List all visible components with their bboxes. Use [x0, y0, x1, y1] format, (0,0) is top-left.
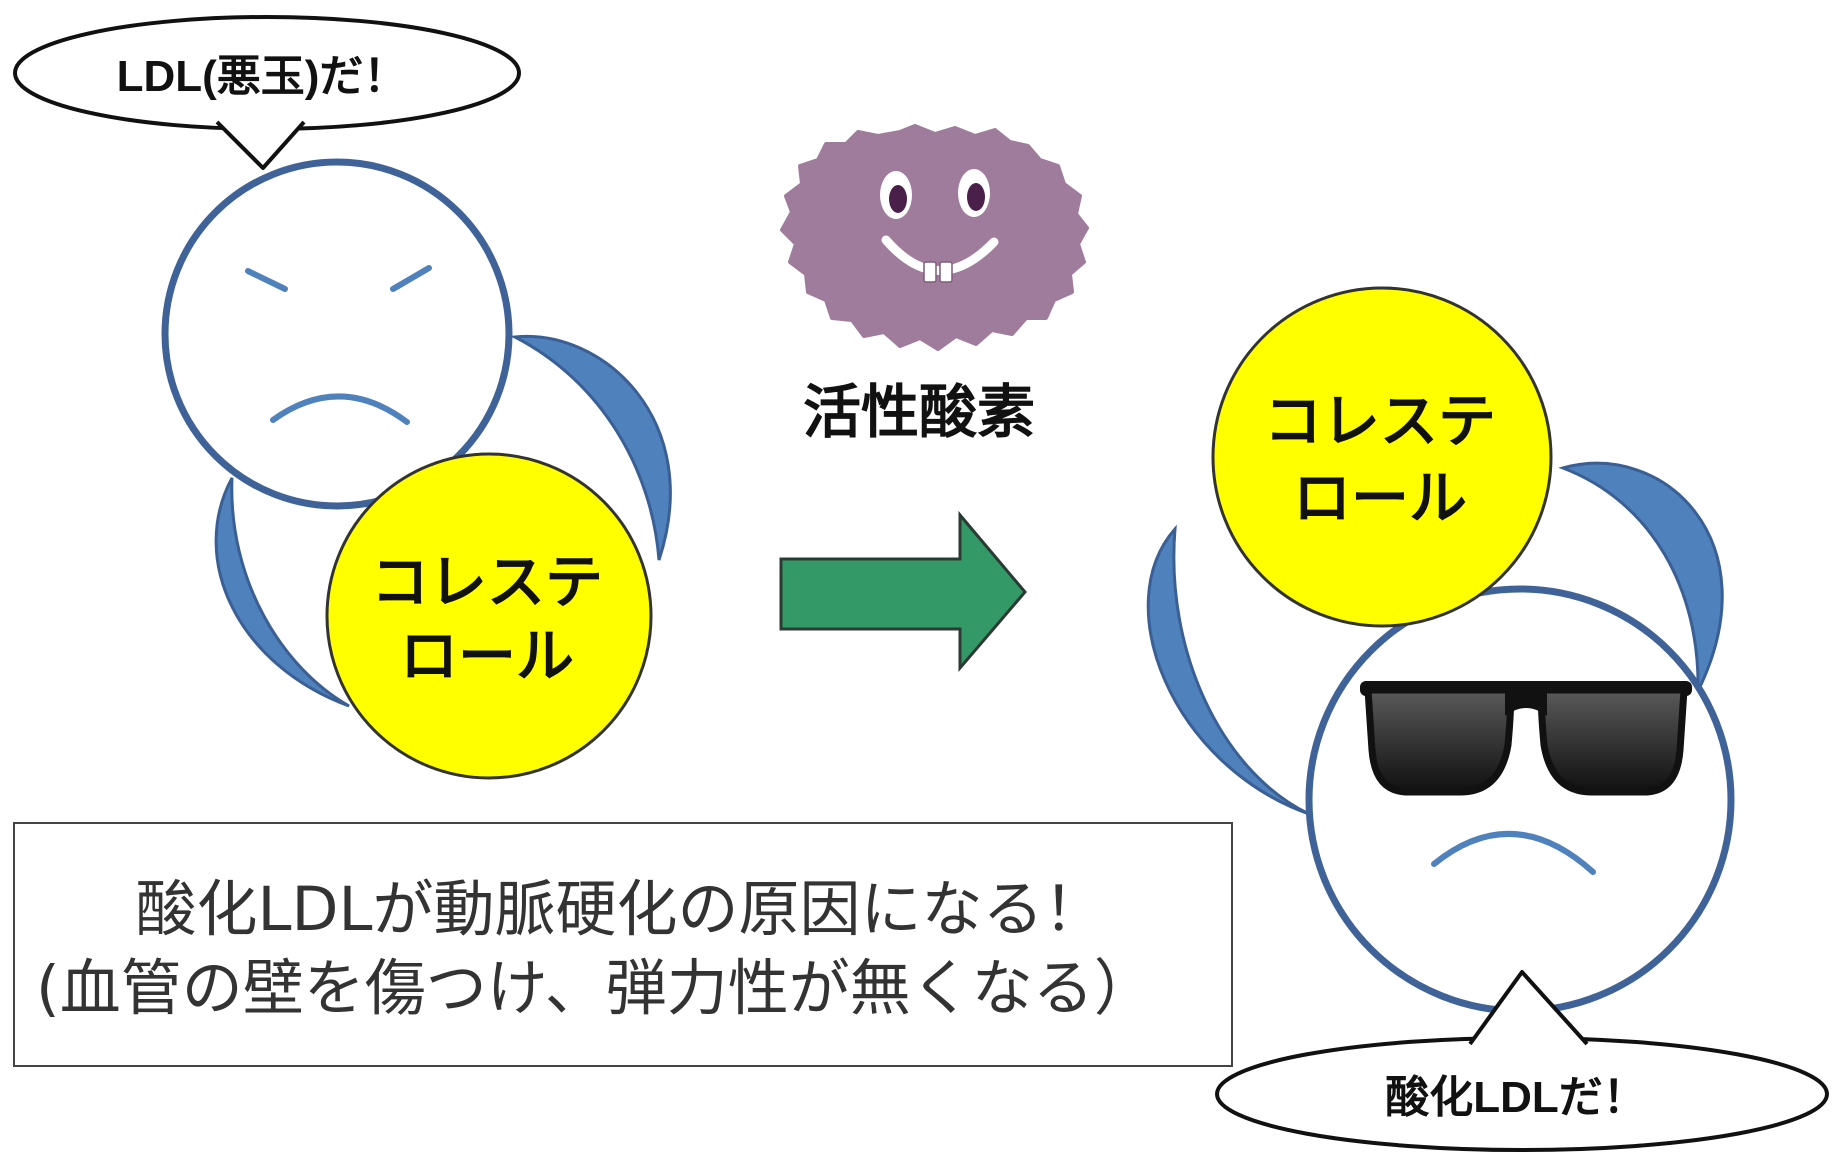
frown-mouth: [270, 393, 410, 425]
monster-mouth: [881, 235, 999, 275]
ldl-left-group: コレステ ロール: [161, 158, 672, 780]
speech-bubble-left: LDL(悪玉)だ！: [13, 15, 521, 170]
ldl-right-group: コレステ ロール: [1146, 286, 1735, 1015]
sunglasses-right-lens: [1537, 686, 1688, 796]
speech-bubble-left-tail: [215, 120, 306, 170]
ldl-left-band-left: [214, 477, 350, 708]
ldl-right-face: [1305, 585, 1735, 1015]
ldl-right-band-right: [1558, 461, 1724, 692]
sunglasses-icon: [1360, 681, 1692, 796]
monster-right-pupil: [967, 183, 985, 211]
cholesterol-right-line1: コレステ: [1264, 389, 1496, 454]
cholesterol-right-line2: ロール: [1293, 466, 1467, 531]
left-eyebrow: [245, 268, 288, 292]
right-arrow-icon: [779, 510, 1027, 673]
caption-box-border: [13, 822, 1233, 1067]
angry-face-icon: [161, 158, 513, 510]
caption-line1: 酸化LDLが動脈硬化の原因になる！: [136, 874, 1105, 945]
monster-tooth-left: [923, 261, 937, 283]
active-oxygen-monster-icon: [780, 124, 1089, 351]
speech-bubble-right-text: 酸化LDLだ！: [1385, 1073, 1647, 1122]
cholesterol-left-line1: コレステ: [371, 550, 603, 615]
monster-body: [780, 124, 1089, 351]
cholesterol-right-circle: [1211, 286, 1553, 628]
monster-tooth-right: [939, 261, 953, 283]
caption-line2: (血管の壁を傷つけ、弾力性が無くなる）: [36, 953, 1155, 1024]
sunglasses-bridge: [1505, 690, 1547, 716]
speech-bubble-right: 酸化LDLだ！: [1215, 970, 1829, 1152]
cholesterol-left-circle: [325, 452, 653, 780]
frown-mouth-right: [1431, 831, 1596, 875]
ldl-left-band-right: [509, 334, 672, 561]
cholesterol-left-line2: ロール: [400, 624, 574, 689]
monster-left-pupil: [889, 185, 907, 213]
sunglasses-left-lens: [1364, 686, 1515, 796]
speech-bubble-left-text: LDL(悪玉)だ！: [117, 52, 408, 101]
speech-bubble-right-tail: [1468, 970, 1589, 1046]
ldl-left-face: [161, 158, 513, 510]
right-eyebrow: [390, 265, 432, 292]
active-oxygen-label: 活性酸素: [803, 380, 1035, 445]
sad-face-icon: [1305, 585, 1735, 1015]
caption-box: 酸化LDLが動脈硬化の原因になる！ (血管の壁を傷つけ、弾力性が無くなる）: [13, 822, 1233, 1067]
